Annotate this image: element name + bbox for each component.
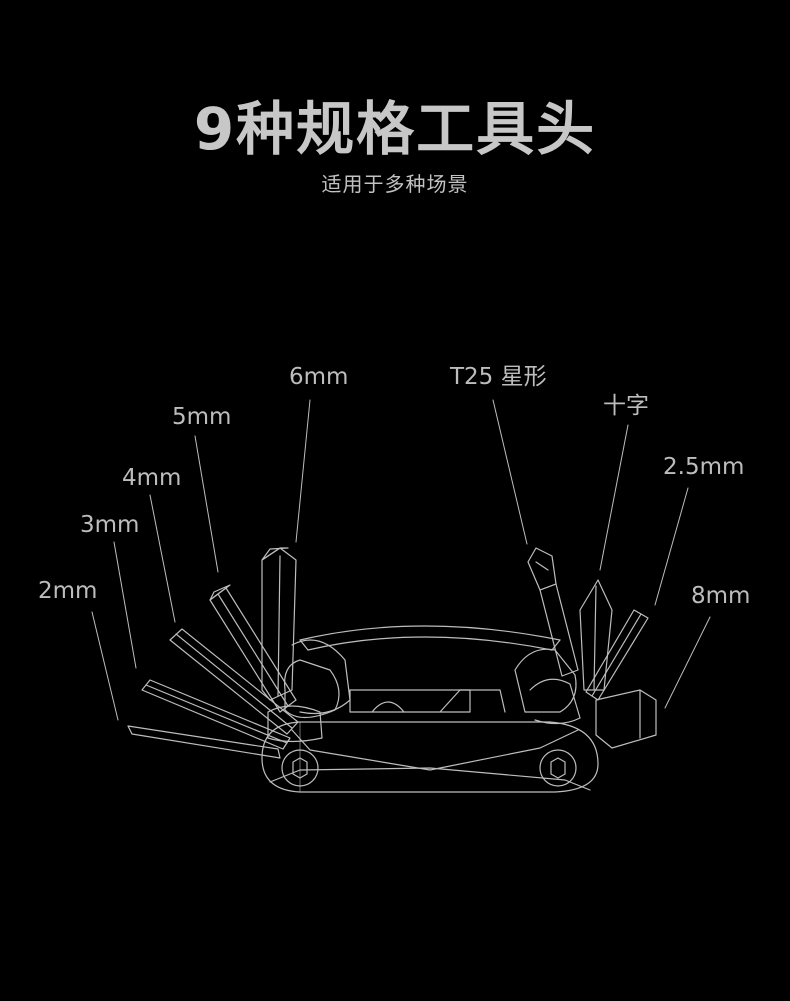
label-8mm: 8mm	[691, 583, 751, 609]
label-5mm: 5mm	[172, 404, 232, 430]
tool-frame	[299, 625, 561, 713]
left-bolt	[281, 749, 319, 787]
label-3mm: 3mm	[80, 512, 140, 538]
hex-key-3mm	[141, 679, 291, 750]
hex-key-5mm	[209, 584, 297, 713]
right-pivot-cluster	[514, 648, 581, 725]
label-t25: T25 星形	[450, 364, 547, 390]
right-bolt	[539, 749, 577, 787]
page-title: 9种规格工具头	[193, 95, 597, 163]
phillips-bit	[579, 579, 613, 691]
hex-key-8mm	[595, 689, 657, 749]
label-2-5mm: 2.5mm	[663, 454, 745, 480]
label-6mm: 6mm	[289, 364, 349, 390]
torx-bit	[527, 547, 579, 677]
label-4mm: 4mm	[122, 465, 182, 491]
label-2mm: 2mm	[38, 578, 98, 604]
tool-body	[261, 721, 599, 793]
hex-key-2mm	[127, 725, 281, 759]
left-pivot-cluster	[267, 639, 351, 743]
hex-key-6mm	[261, 547, 297, 701]
page-subtitle: 适用于多种场景	[321, 172, 469, 196]
label-phillips: 十字	[603, 393, 649, 419]
callout-lines	[91, 399, 711, 721]
